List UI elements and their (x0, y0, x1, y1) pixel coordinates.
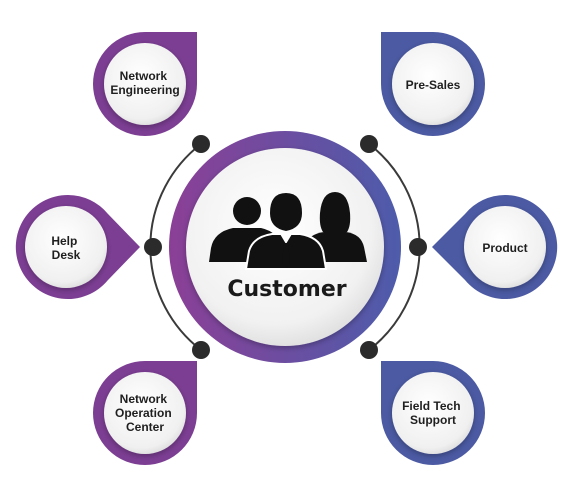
connector-dot (360, 135, 378, 153)
node-label: Field Tech Support (402, 399, 464, 427)
node-label-line: Help (51, 234, 77, 248)
node-label: Help Desk (51, 234, 80, 262)
node-label-line: Product (482, 241, 527, 255)
node-label-line: Center (126, 420, 164, 434)
node-disc (392, 43, 474, 125)
node-label: Network Engineering (110, 69, 179, 97)
connector-dot (409, 238, 427, 256)
connector-dot (192, 135, 210, 153)
node-pre-sales: Pre-Sales (381, 32, 485, 136)
connector-dot (360, 341, 378, 359)
node-product: Product (432, 194, 558, 299)
connector-dot (144, 238, 162, 256)
people-group-icon (209, 192, 367, 270)
node-field-tech-support: Field Tech Support (381, 361, 485, 465)
node-label-line: Desk (52, 248, 81, 262)
node-disc (464, 206, 546, 288)
node-label: Pre-Sales (406, 78, 461, 92)
node-disc (25, 206, 107, 288)
node-network-engineering: Network Engineering (93, 32, 197, 136)
node-label-line: Network (120, 392, 168, 406)
customer-hub: Customer (169, 131, 401, 363)
center-label: Customer (227, 277, 346, 302)
node-label-line: Operation (115, 406, 172, 420)
node-help-desk: Help Desk (15, 194, 141, 299)
node-label: Product (482, 241, 527, 255)
connector-dot (192, 341, 210, 359)
node-label-line: Field Tech (402, 399, 460, 413)
node-label-line: Network (120, 69, 168, 83)
node-disc (104, 372, 186, 454)
node-label-line: Support (410, 413, 456, 427)
node-label-line: Pre-Sales (406, 78, 461, 92)
node-disc (392, 372, 474, 454)
node-label: Network Operation Center (115, 392, 175, 434)
node-label-line: Engineering (110, 83, 179, 97)
node-network-operation-center: Network Operation Center (93, 361, 197, 465)
node-disc (104, 43, 186, 125)
